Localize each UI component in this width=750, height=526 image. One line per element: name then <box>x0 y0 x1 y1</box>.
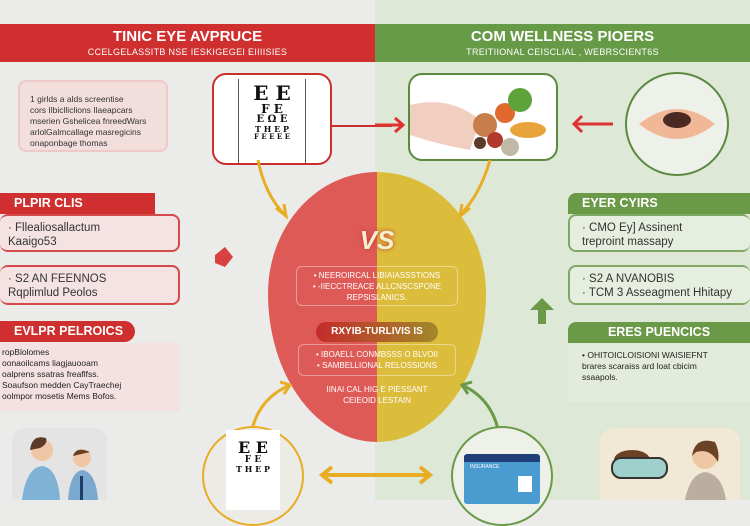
eye-chart-frame: E E F E E Ω E T H E P F E E E E <box>212 73 332 165</box>
item-line: · CMO Ey] Assinent <box>582 222 683 234</box>
western-item-1: · Fllealiosallactum Kaaigo53 <box>0 214 180 252</box>
footer-line: IINAI CAL HIG E PIESSANT <box>326 385 428 394</box>
eye-chart-icon: E E F E E Ω E T H E P F E E E E <box>238 79 306 163</box>
text-line: • OHITOICLOISIONI WAISIEFNT <box>582 350 708 360</box>
eye-chart-circle: E E F E T H E P <box>202 426 304 526</box>
tcm-item-2: · S2 A NVANOBIS · TCM 3 Asseagment Hhita… <box>568 265 750 305</box>
chart-row: F E <box>244 455 262 465</box>
center-bullets-top: • NEEROIRCAL LIBIAIASSSTIONS • -IIECCTRE… <box>296 266 458 306</box>
tcm-section2-header: ERES PUENCICS <box>568 322 750 343</box>
bullet: • -IIECCTREACE ALLCNSCSPONE <box>312 282 442 291</box>
item-line: · Fllealiosallactum <box>8 222 101 234</box>
insurance-card-circle: INSURANCE <box>451 426 553 526</box>
chart-row: T H E P <box>236 464 270 474</box>
item-line: Rqplimlud Peolos <box>8 287 98 299</box>
connector-line <box>332 125 392 127</box>
center-middle-header: RXYIB-TURLIVIS IS <box>316 322 438 342</box>
item-line: · TCM 3 Asseagment Hhitapy <box>582 287 732 299</box>
text-line: Soaufson medden CayTraechej <box>2 380 122 390</box>
text-line: oonaoilcams liagjauooam <box>2 358 98 368</box>
bullet: • NEEROIRCAL LIBIAIASSSTIONS <box>313 271 441 280</box>
eye-icon <box>639 109 715 139</box>
arrow-left-icon <box>571 114 613 134</box>
bullet: REPSISLANICS. <box>346 293 408 302</box>
goggles-person-illustration <box>600 428 740 500</box>
intro-line: mserien Gshelicea fnreedWars <box>30 116 147 126</box>
chart-row: E E <box>253 81 291 105</box>
people-icon <box>22 437 98 500</box>
eye-closeup-image <box>625 72 729 176</box>
western-section1-header: PLPIR CLIS <box>0 193 155 214</box>
center-footer: IINAI CAL HIG E PIESSANT CEIEOID LESTAIN <box>298 384 456 406</box>
tcm-title: COM WELLNESS PIOERS <box>470 28 655 45</box>
item-line: · S2 AN FEENNOS <box>8 273 107 285</box>
item-line: Kaaigo53 <box>8 236 57 248</box>
footer-line: CEIEOID LESTAIN <box>343 396 411 405</box>
center-bullets-bottom: • IBOAELL CONMBSSS O BLVOII • SAMBELLION… <box>298 344 456 376</box>
western-section2-header: EVLPR PELROICS <box>0 321 135 342</box>
goggles-icon <box>611 440 726 500</box>
chart-row: E Ω E <box>256 114 288 125</box>
text-line: brares scaraiss ard loat cbicim <box>582 361 697 371</box>
chart-row: F E E E E <box>253 132 291 141</box>
arrow-right-icon <box>375 116 406 134</box>
herbal-food-image <box>408 73 558 161</box>
intro-line: arlolGalmcallage masregicins <box>30 127 142 137</box>
item-line: · S2 A NVANOBIS <box>582 273 675 285</box>
tcm-subtitle: TREITIIONAL CEISCLIAL , WEBRSCIENT6S <box>466 47 659 57</box>
chart-row: E E <box>238 438 268 457</box>
tcm-item-1: · CMO Ey] Assinent treproint massapy <box>568 214 750 252</box>
item-line: treproint massapy <box>582 236 674 248</box>
western-section2-text: ropBlolomes oonaoilcams liagjauooam oalp… <box>0 343 180 411</box>
western-subtitle: CCELGELASSITB NSE IESKIGEGEI EIIIISIES <box>87 47 288 57</box>
intro-line: onaponbage thomas <box>30 138 108 148</box>
western-item-2: · S2 AN FEENNOS Rqplimlud Peolos <box>0 265 180 305</box>
western-header-band: TINIC EYE AVPRUCE CCELGELASSITB NSE IESK… <box>0 24 375 62</box>
eye-chart-icon: E E F E T H E P <box>226 430 280 510</box>
tcm-header-band: COM WELLNESS PIOERS TREITIIONAL CEISCLIA… <box>375 24 750 62</box>
chart-row: F E <box>261 102 283 116</box>
tcm-section1-header: EYER CYIRS <box>568 193 750 214</box>
text-line: oolmpor mosetis Mems Bofos. <box>2 391 117 401</box>
chart-row: T H E P <box>255 124 289 134</box>
bullet: • IBOAELL CONMBSSS O BLVOII <box>316 350 438 359</box>
western-intro-note: 1 girlds a alds screentise cors Ilbiclli… <box>18 80 168 152</box>
food-illustration-icon <box>410 88 546 156</box>
bullet: • SAMBELLIONAL RELOSSIONS <box>317 361 437 370</box>
text-line: ropBlolomes <box>2 347 50 357</box>
insurance-card-icon: INSURANCE <box>464 454 540 504</box>
text-line: oalprens ssatras freaflfss. <box>2 369 99 379</box>
card-label: INSURANCE <box>470 464 500 470</box>
doctor-patient-illustration <box>12 428 107 500</box>
text-line: ssaapols. <box>582 372 618 382</box>
intro-line: cors Ilbiclliclions Ilaeapcars <box>30 105 133 115</box>
vs-label: VS <box>359 225 395 255</box>
western-title: TINIC EYE AVPRUCE <box>112 28 263 45</box>
intro-line: 1 girlds a alds screentise <box>30 94 124 104</box>
tcm-section2-text: • OHITOICLOISIONI WAISIEFNT brares scara… <box>568 344 750 402</box>
